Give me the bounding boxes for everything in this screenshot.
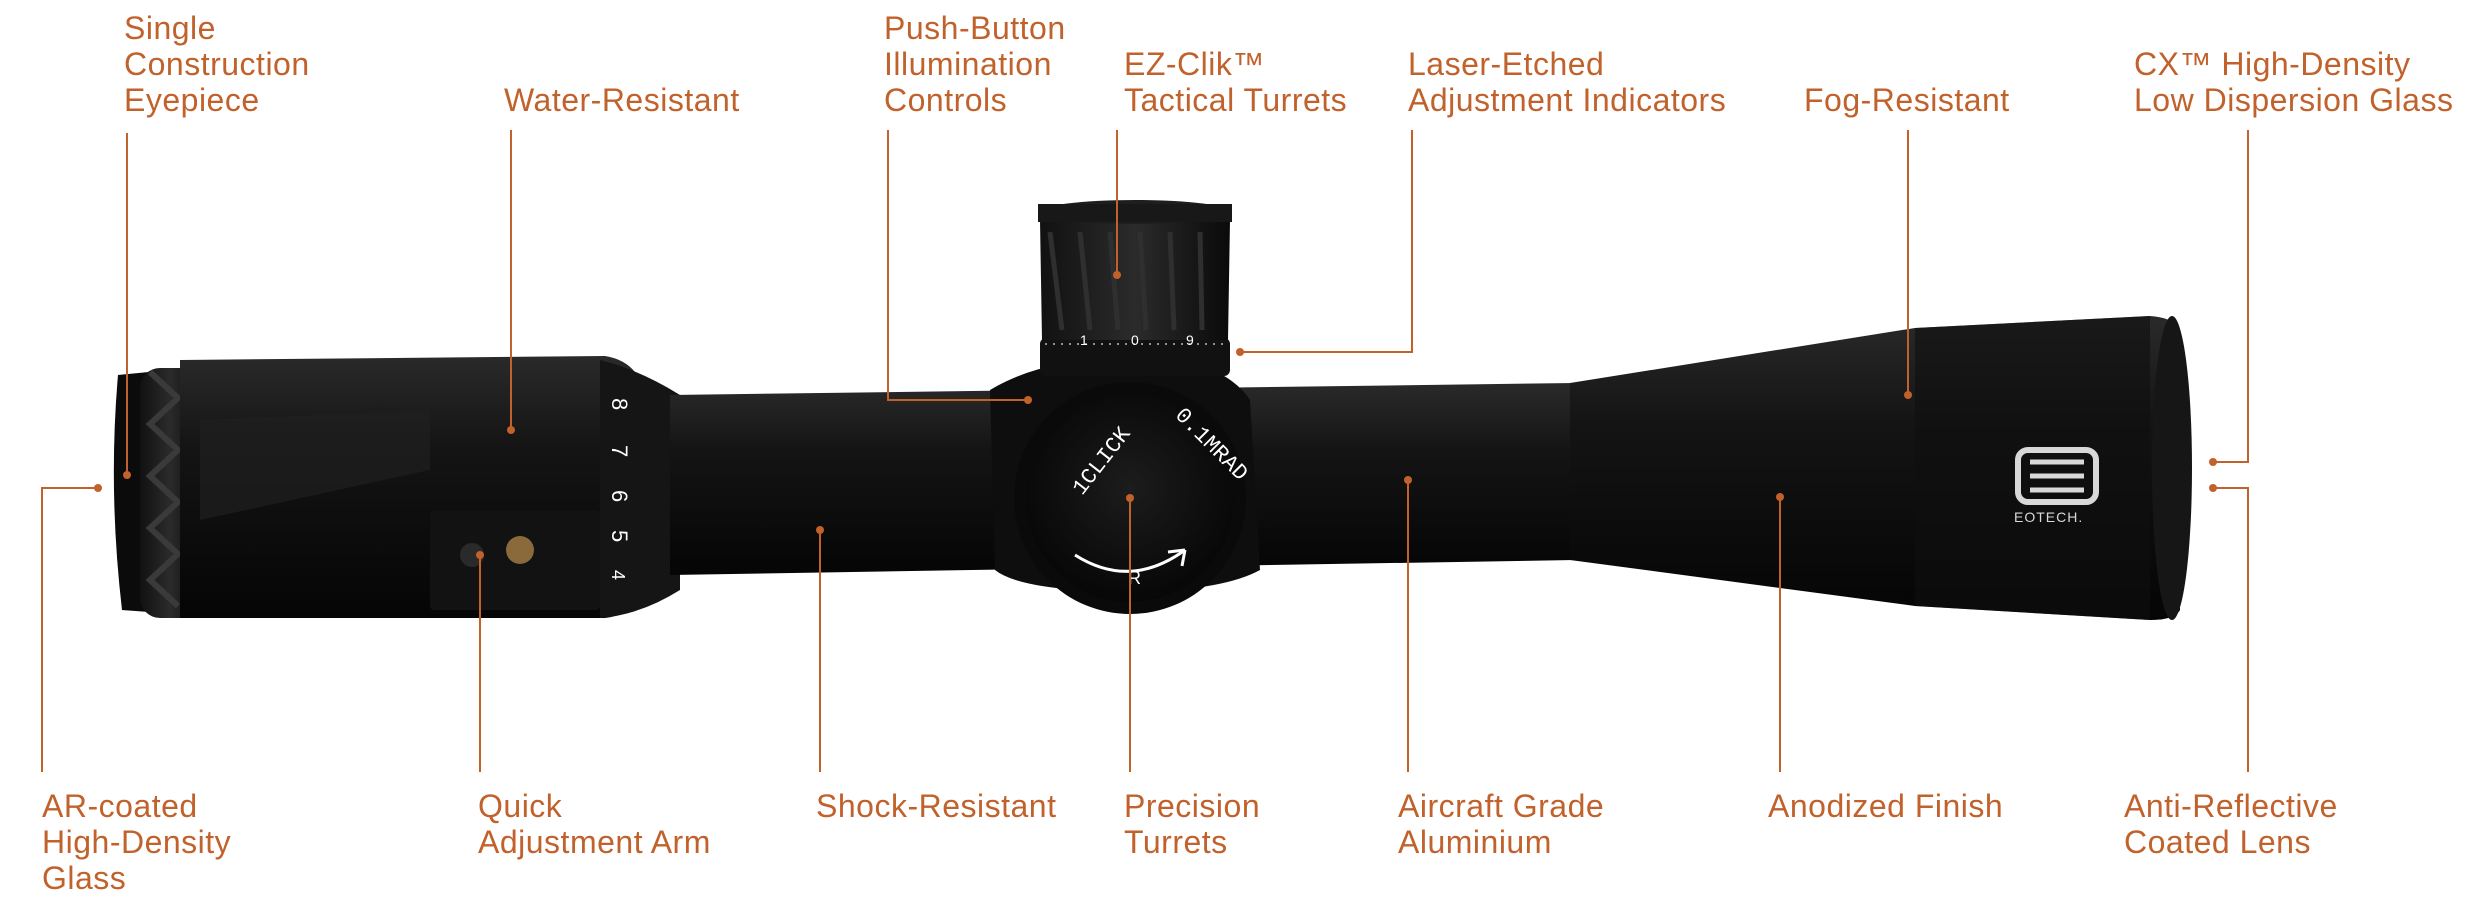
magnification-ring bbox=[600, 360, 680, 618]
label-push-button-illumination: Push-Button Illumination Controls bbox=[884, 10, 1066, 118]
elevation-turret: 1 0 9 bbox=[1038, 200, 1232, 376]
mag-mark: 8 bbox=[607, 398, 632, 410]
objective-bell bbox=[1570, 316, 2192, 620]
label-aircraft-aluminium: Aircraft Grade Aluminium bbox=[1398, 788, 1605, 860]
label-ar-coated-glass: AR-coated High-Density Glass bbox=[42, 788, 232, 896]
label-ez-clik-turrets: EZ-Clik™ Tactical Turrets bbox=[1124, 46, 1348, 118]
label-anodized-finish: Anodized Finish bbox=[1768, 788, 2004, 824]
label-shock-resistant: Shock-Resistant bbox=[816, 788, 1057, 824]
label-single-construction-eyepiece: Single Construction Eyepiece bbox=[124, 10, 310, 118]
mag-mark: 6 bbox=[607, 490, 632, 502]
mag-mark: 5 bbox=[607, 530, 632, 542]
label-water-resistant: Water-Resistant bbox=[504, 82, 740, 118]
turret-mark: 0 bbox=[1131, 332, 1139, 348]
label-precision-turrets: Precision Turrets bbox=[1124, 788, 1261, 860]
label-anti-reflective-lens: Anti-Reflective Coated Lens bbox=[2124, 788, 2338, 860]
turret-direction-letter: R bbox=[1128, 568, 1141, 588]
label-quick-adjustment-arm: Quick Adjustment Arm bbox=[478, 788, 711, 860]
eyepiece bbox=[113, 356, 660, 618]
label-cx-glass: CX™ High-Density Low Dispersion Glass bbox=[2134, 46, 2454, 118]
turret-mark: 1 bbox=[1080, 332, 1088, 348]
brand-logo-text: EOTECH. bbox=[2014, 509, 2083, 525]
label-fog-resistant: Fog-Resistant bbox=[1804, 82, 2010, 118]
label-laser-etched-indicators: Laser-Etched Adjustment Indicators bbox=[1408, 46, 1727, 118]
eotech-logo: EOTECH. bbox=[2014, 447, 2099, 525]
mag-mark: 4 bbox=[608, 570, 628, 580]
turret-mark: 9 bbox=[1186, 332, 1194, 348]
mag-mark: 7 bbox=[607, 445, 632, 457]
